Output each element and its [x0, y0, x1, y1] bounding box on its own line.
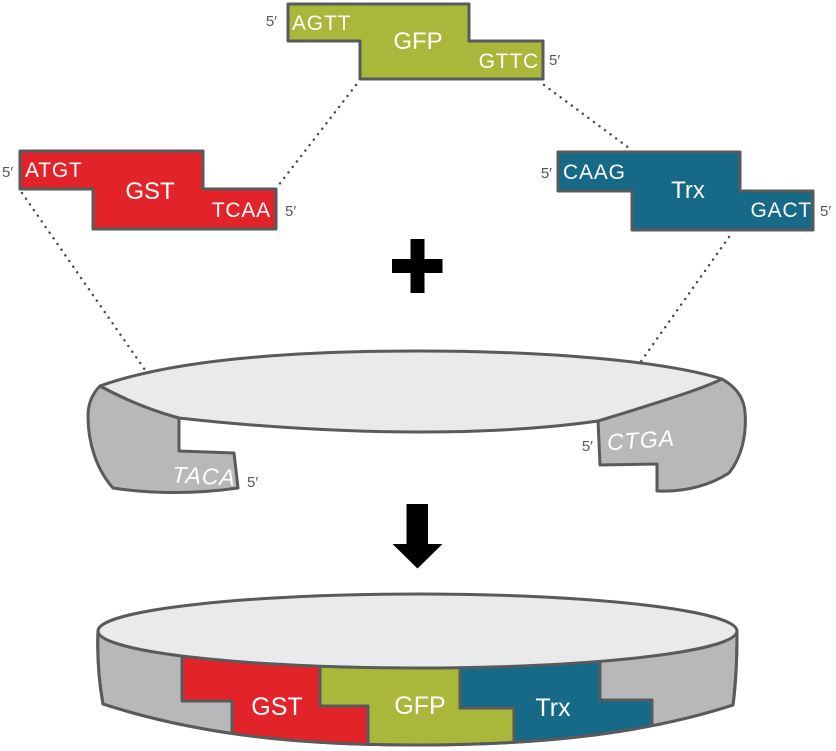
gst-left-overhang-text: ATGT [25, 159, 83, 182]
plasmid-gfp-label: GFP [394, 692, 445, 720]
plasmid-gst-label: GST [251, 693, 302, 721]
assembled-plasmid: GST GFP Trx [96, 592, 739, 747]
trx-label: Trx [671, 177, 705, 204]
vector-left-five-prime: 5′ [247, 474, 258, 491]
trx-left-five-prime: 5′ [541, 165, 552, 182]
gfp-left-five-prime: 5′ [266, 13, 277, 30]
fragment-trx-shape [556, 150, 815, 232]
connector-lines [20, 83, 731, 420]
trx-left-overhang-text: CAAG [563, 161, 626, 184]
fragment-gst-shape [18, 149, 278, 231]
fragment-trx: CAAG Trx GACT 5′ 5′ [541, 150, 831, 232]
gfp-label: GFP [393, 28, 442, 55]
vector-right-five-prime: 5′ [582, 438, 593, 455]
down-arrow-icon [392, 504, 443, 569]
gfp-right-overhang-text: GTTC [479, 50, 539, 73]
vector-left-overhang-text: TACA [172, 461, 237, 490]
vector-right-overhang-text: CTGA [606, 425, 676, 456]
plasmid-trx-label: Trx [535, 694, 571, 722]
plus-icon [392, 239, 443, 293]
plasmid-top-face [96, 592, 739, 670]
gst-label: GST [125, 178, 175, 205]
gst-right-five-prime: 5′ [285, 203, 296, 220]
fragment-gst: ATGT GST TCAA 5′ 5′ [2, 149, 296, 231]
gfp-left-overhang-text: AGTT [292, 12, 351, 35]
gst-right-overhang-text: TCAA [212, 199, 271, 222]
dotted-line-gfp-to-trx [542, 83, 631, 150]
open-vector-top-face [98, 349, 724, 434]
dotted-line-trx-to-vector [599, 235, 731, 420]
open-vector: TACA 5′ CTGA 5′ [86, 349, 747, 494]
plasmid-band-outline [96, 630, 739, 747]
trx-right-five-prime: 5′ [820, 203, 831, 220]
trx-right-overhang-text: GACT [750, 199, 812, 222]
dotted-line-gfp-to-gst [276, 83, 358, 188]
gfp-right-five-prime: 5′ [549, 52, 560, 69]
fragment-gfp-shape [286, 2, 545, 81]
gst-left-five-prime: 5′ [2, 164, 13, 181]
fragment-gfp: AGTT GFP GTTC 5′ 5′ [266, 2, 560, 81]
